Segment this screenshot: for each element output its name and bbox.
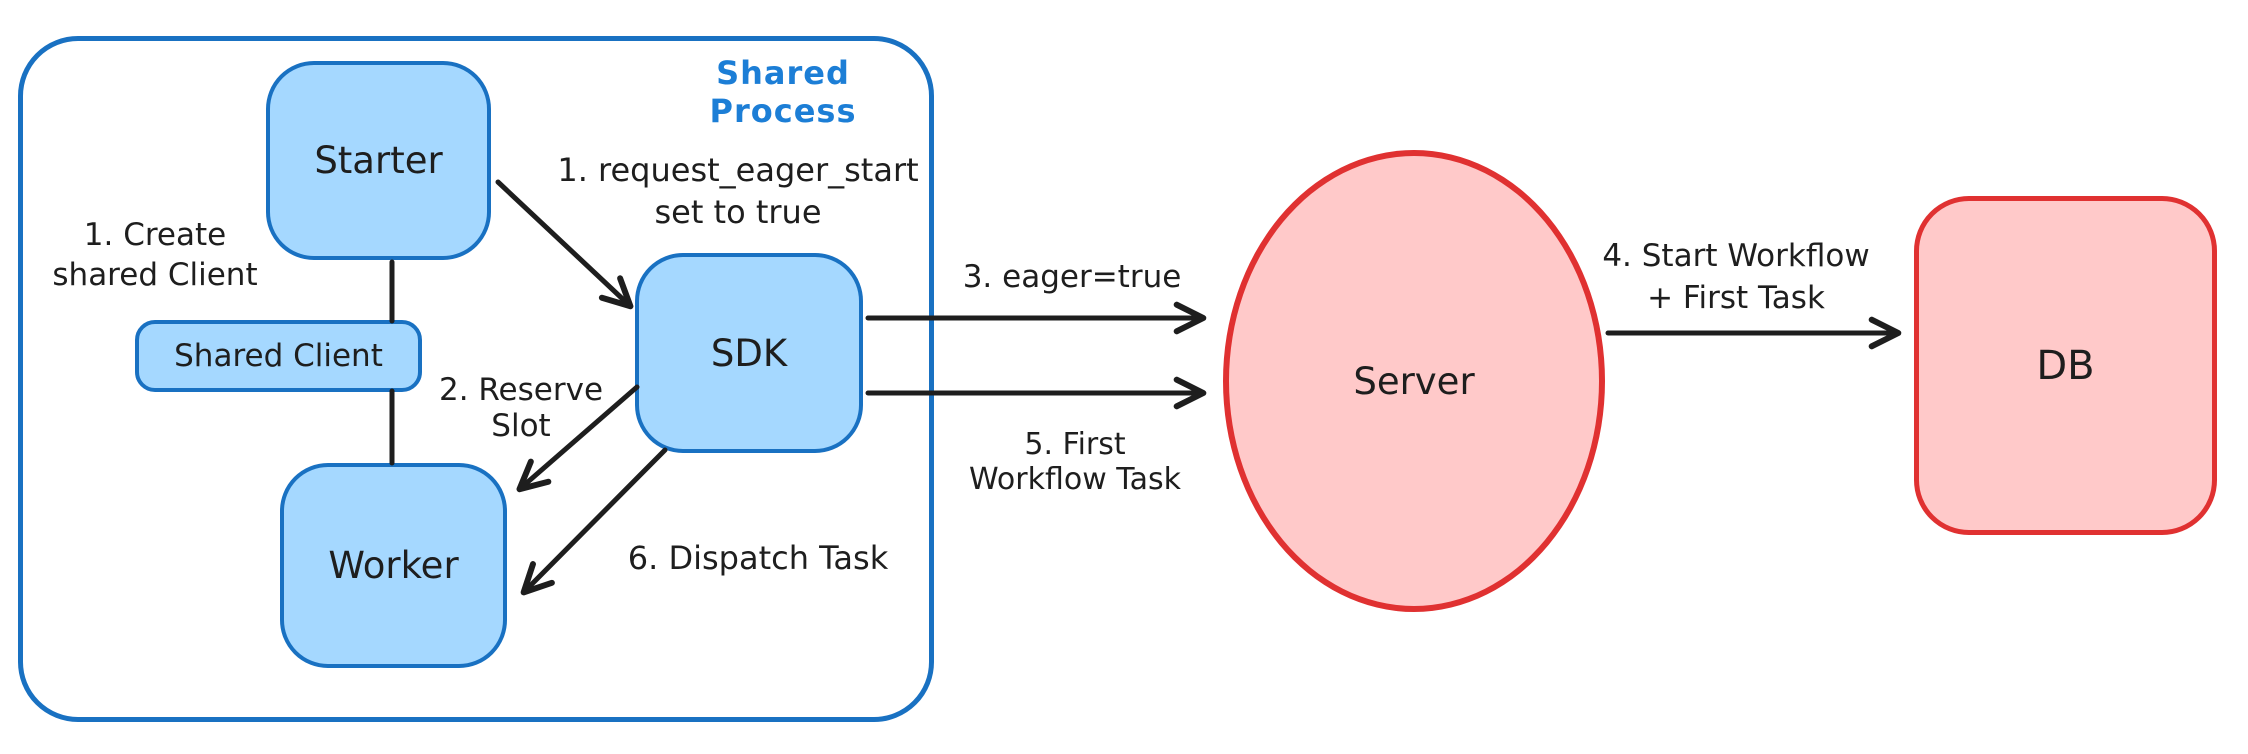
node-shared-client: Shared Client bbox=[135, 320, 422, 392]
annotation-line: 1. request_eager_start bbox=[557, 151, 919, 189]
annotation-request-eager-start: 1. request_eager_start set to true bbox=[557, 149, 918, 233]
annotation-start-workflow: 4. Start Workflow + First Task bbox=[1602, 235, 1869, 319]
annotation-first-workflow-task: 5. First Workflow Task bbox=[969, 427, 1181, 497]
starter-label: Starter bbox=[314, 139, 443, 182]
shared-process-frame bbox=[18, 36, 934, 722]
server-label: Server bbox=[1353, 359, 1475, 403]
node-server: Server bbox=[1223, 150, 1605, 612]
node-worker: Worker bbox=[280, 463, 507, 668]
node-starter: Starter bbox=[266, 61, 491, 260]
worker-label: Worker bbox=[328, 544, 459, 587]
node-sdk: SDK bbox=[635, 253, 863, 453]
annotation-line: 5. First bbox=[1024, 427, 1126, 462]
annotation-line: 3. eager=true bbox=[962, 259, 1182, 295]
sdk-label: SDK bbox=[710, 331, 788, 375]
annotation-line: + First Task bbox=[1647, 280, 1825, 316]
annotation-line: Slot bbox=[491, 408, 551, 444]
annotation-eager-true: 3. eager=true bbox=[963, 257, 1182, 297]
annotation-line: 6. Dispatch Task bbox=[627, 539, 889, 577]
annotation-line: 1. Create bbox=[83, 217, 227, 253]
annotation-line: 4. Start Workflow bbox=[1602, 238, 1870, 274]
annotation-create-shared-client: 1. Create shared Client bbox=[52, 215, 257, 295]
annotation-line: set to true bbox=[654, 193, 822, 231]
node-db: DB bbox=[1914, 196, 2217, 535]
annotation-line: Workflow Task bbox=[968, 462, 1182, 497]
shared-process-label: Shared Process bbox=[709, 54, 857, 130]
annotation-reserve-slot: 2. Reserve Slot bbox=[439, 372, 603, 444]
db-label: DB bbox=[2036, 342, 2095, 389]
shared-client-label: Shared Client bbox=[174, 338, 383, 374]
annotation-line: 2. Reserve bbox=[438, 372, 604, 408]
annotation-dispatch-task: 6. Dispatch Task bbox=[628, 538, 888, 578]
annotation-line: shared Client bbox=[52, 257, 258, 293]
